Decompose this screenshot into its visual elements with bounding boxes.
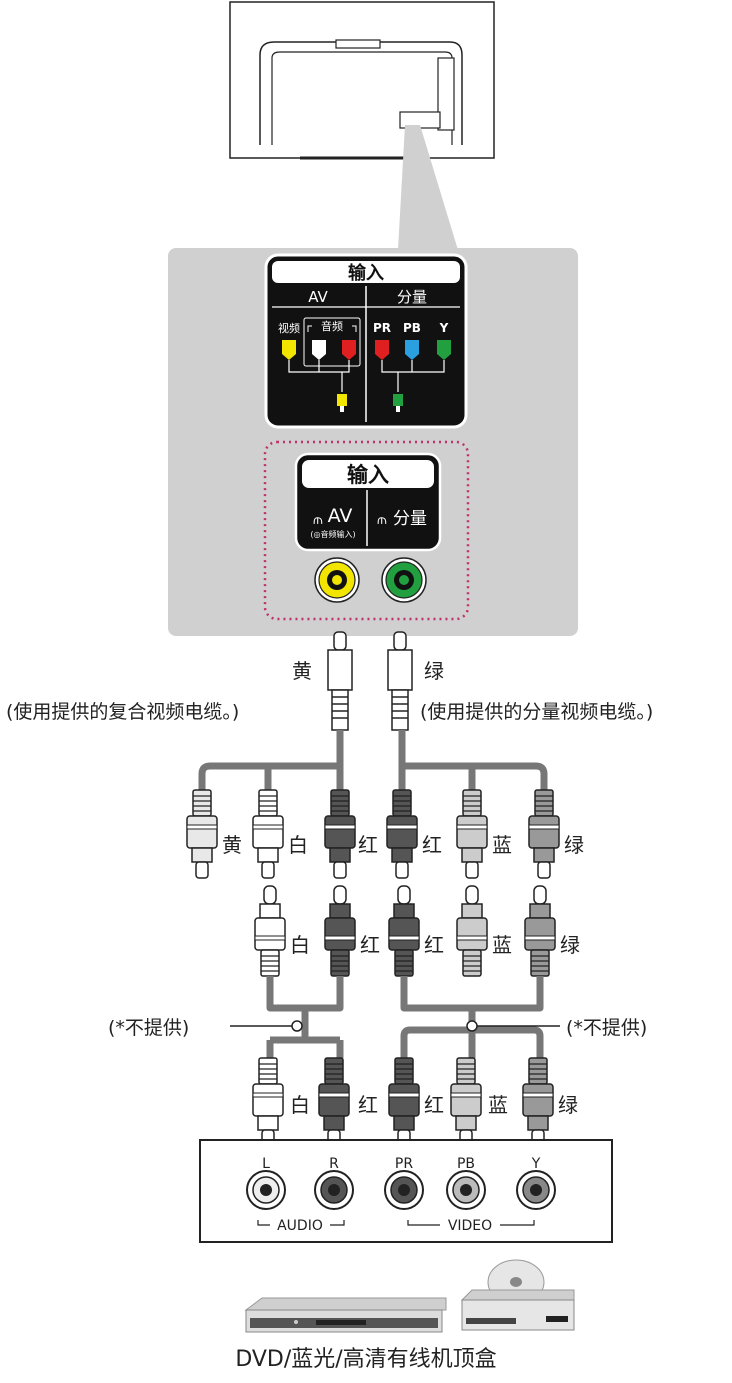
input-legend-title: 输入 [348, 262, 384, 284]
y-legend-label: Y [439, 321, 449, 335]
audio-group-label: AUDIO [277, 1218, 323, 1234]
left-cable-note: (使用提供的复合视频电缆。) [6, 701, 239, 723]
right-cable-color: 绿 [424, 659, 444, 683]
row1-label: 白 [288, 833, 308, 857]
row2-label: 蓝 [492, 933, 512, 957]
av-header: AV [308, 288, 328, 306]
tv-back-illustration [229, 1, 495, 160]
row3-labels: 白 红 红 蓝 绿 [290, 1093, 578, 1117]
row1-label: 黄 [222, 833, 242, 857]
device-port-l[interactable] [246, 1170, 286, 1210]
set-top-box-illustration [460, 1259, 575, 1331]
video-label: 视频 [278, 321, 300, 335]
not-supplied-right: (*不提供) [566, 1017, 647, 1039]
input-legend-panel: 输入 AV 分量 视频 音频 PR PB Y [264, 253, 468, 429]
row2-label: 红 [360, 933, 380, 957]
right-cable-note: (使用提供的分量视频电缆。) [420, 701, 653, 723]
left-cable-color: 黄 [292, 659, 312, 683]
devices-caption: DVD/蓝光/高清有线机顶盒 [235, 1347, 496, 1372]
component-jack-label: 分量 [393, 509, 427, 529]
component-header: 分量 [397, 288, 427, 306]
y-port-label: Y [531, 1156, 541, 1172]
video-group-label: VIDEO [448, 1218, 492, 1234]
input-jack-panel: 输入 ⫙ AV (◎音频输入) ⫙ 分量 [294, 452, 442, 552]
row3-label: 蓝 [488, 1093, 508, 1117]
not-supplied-wires [266, 976, 544, 1058]
pr-port-label: PR [395, 1156, 413, 1172]
device-port-pb[interactable] [446, 1170, 486, 1210]
row1-label: 绿 [564, 833, 584, 857]
dvd-player-illustration [244, 1297, 447, 1333]
zoom-indicator [398, 125, 458, 250]
row3-label: 白 [290, 1093, 310, 1117]
row2-label: 红 [424, 933, 444, 957]
not-supplied-left: (*不提供) [108, 1017, 189, 1039]
r-port-label: R [329, 1156, 339, 1172]
adapter-cable-left [327, 631, 353, 731]
audio-label: 音频 [321, 319, 343, 333]
av-jack[interactable] [314, 557, 360, 603]
jack-panel-title: 输入 [347, 463, 389, 487]
row3-label: 红 [424, 1093, 444, 1117]
pb-port-label: PB [457, 1156, 475, 1172]
row3-label: 绿 [558, 1093, 578, 1117]
row2-plugs [254, 885, 556, 977]
pr-legend-label: PR [373, 321, 391, 335]
device-port-r[interactable] [314, 1170, 354, 1210]
av-jack-sublabel: (◎音频输入) [310, 529, 355, 539]
row1-labels: 黄 白 红 红 蓝 绿 [222, 833, 584, 857]
device-port-pr[interactable] [384, 1170, 424, 1210]
row3-label: 红 [358, 1093, 378, 1117]
row1-label: 红 [358, 833, 378, 857]
row2-label: 绿 [560, 933, 580, 957]
row1-label: 红 [422, 833, 442, 857]
l-port-label: L [262, 1156, 270, 1172]
splitter-wires [198, 730, 548, 790]
svg-text:⫙: ⫙ [377, 512, 387, 528]
pb-legend-label: PB [403, 321, 421, 335]
device-port-y[interactable] [516, 1170, 556, 1210]
component-jack[interactable] [381, 557, 427, 603]
svg-text:⫙: ⫙ [313, 512, 323, 528]
jack-highlight [263, 440, 470, 621]
row1-label: 蓝 [492, 833, 512, 857]
row2-labels: 白 红 红 蓝 绿 [290, 933, 580, 957]
row2-label: 白 [290, 933, 310, 957]
av-jack-label: AV [328, 505, 353, 527]
adapter-cable-right [387, 631, 413, 731]
